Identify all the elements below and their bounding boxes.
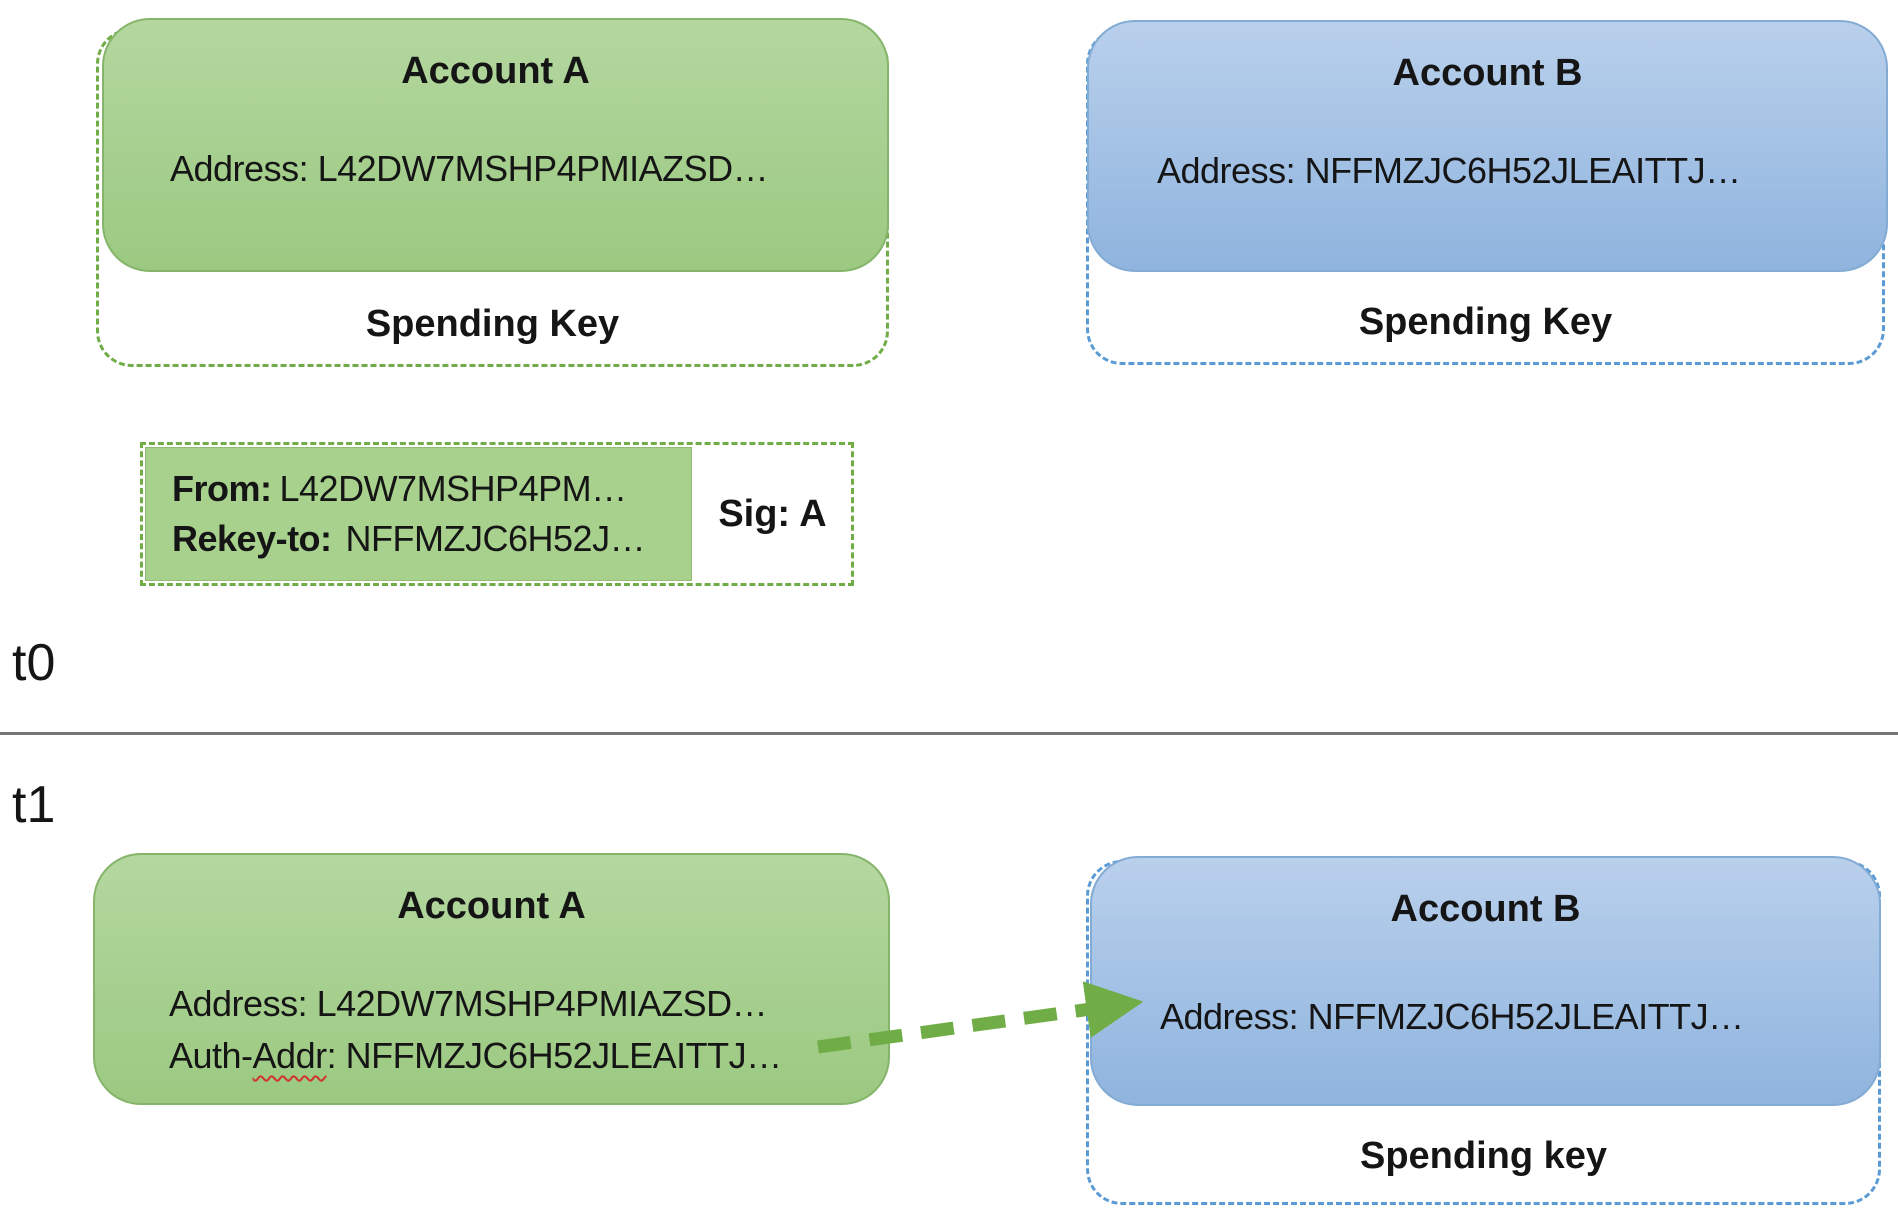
spending-key-label: Spending key bbox=[1359, 1135, 1608, 1177]
timeline-label-t0: t0 bbox=[12, 634, 56, 692]
account-b-title: Account B bbox=[1390, 888, 1581, 930]
rekey-arrow bbox=[817, 981, 1144, 1054]
txn-from-line: From:L42DW7MSHP4PM… bbox=[172, 464, 691, 514]
account-a-title: Account A bbox=[397, 885, 586, 927]
auth-addr-prefix: Auth- bbox=[169, 1035, 253, 1076]
txn-from-value: L42DW7MSHP4PM… bbox=[279, 468, 628, 509]
spending-key-label: Spending Key bbox=[365, 303, 620, 345]
txn-rekey-label: Rekey-to: bbox=[172, 518, 332, 559]
spending-key-label: Spending Key bbox=[1358, 301, 1613, 343]
account-a-box-t0: Account A Address: L42DW7MSHP4PMIAZSD… bbox=[102, 18, 889, 272]
rekey-transaction-fields: From:L42DW7MSHP4PM… Rekey-to: NFFMZJC6H52… bbox=[145, 447, 692, 581]
account-a-title: Account A bbox=[401, 50, 590, 92]
account-b-address: Address: NFFMZJC6H52JLEAITTJ… bbox=[1160, 996, 1744, 1037]
account-a-auth-addr: Auth-Addr: NFFMZJC6H52JLEAITTJ… bbox=[169, 1035, 782, 1077]
auth-addr-suffix: : NFFMZJC6H52JLEAITTJ… bbox=[326, 1035, 783, 1076]
auth-addr-flagged-word: Addr bbox=[252, 1035, 328, 1076]
txn-from-label: From: bbox=[172, 468, 272, 509]
txn-rekey-value: NFFMZJC6H52J… bbox=[345, 518, 646, 559]
account-b-box-t1: Account B Address: NFFMZJC6H52JLEAITTJ… bbox=[1090, 856, 1881, 1106]
timeline-label-t1: t1 bbox=[12, 776, 56, 834]
rekey-transaction-box: From:L42DW7MSHP4PM… Rekey-to: NFFMZJC6H52… bbox=[140, 442, 854, 586]
account-a-address: Address: L42DW7MSHP4PMIAZSD… bbox=[169, 983, 768, 1024]
account-b-box-t0: Account B Address: NFFMZJC6H52JLEAITTJ… bbox=[1087, 20, 1888, 272]
account-a-box-t1: Account A Address: L42DW7MSHP4PMIAZSD… A… bbox=[93, 853, 890, 1105]
account-b-title: Account B bbox=[1392, 52, 1583, 94]
account-b-address: Address: NFFMZJC6H52JLEAITTJ… bbox=[1157, 150, 1741, 191]
account-a-address: Address: L42DW7MSHP4PMIAZSD… bbox=[170, 148, 769, 189]
txn-rekey-line: Rekey-to: NFFMZJC6H52J… bbox=[172, 514, 691, 564]
txn-signature: Sig: A bbox=[718, 492, 827, 535]
timeline-divider bbox=[0, 732, 1898, 735]
